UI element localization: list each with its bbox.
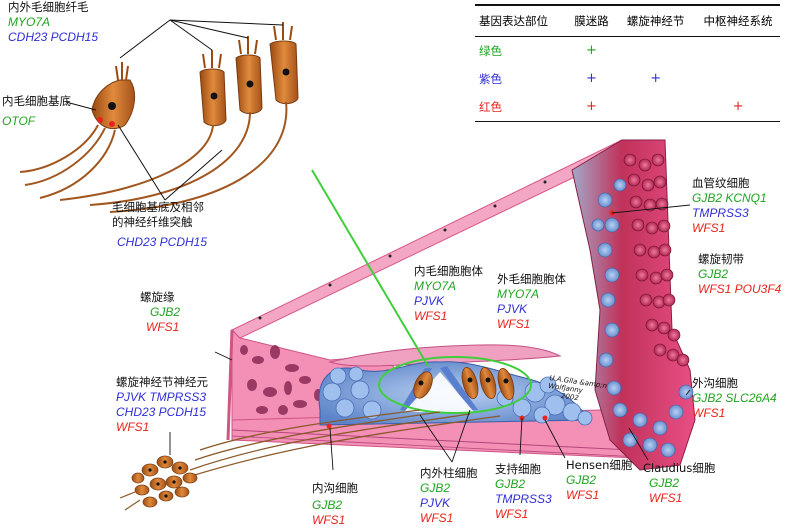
gene: WFS1 POU3F4: [698, 282, 782, 296]
gene: WFS1: [649, 491, 683, 505]
nerve-fibres: [184, 409, 501, 479]
gene: GJB2 KCNQ1: [692, 191, 767, 205]
gene: OTOF: [2, 114, 36, 128]
header-cell: 膜迷路: [574, 13, 609, 28]
gene: GJB2 SLC26A4: [692, 391, 777, 405]
gene: WFS1: [414, 309, 448, 323]
label-title: 的神经纤维突触: [112, 215, 193, 229]
label-title: 外毛细胞胞体: [497, 272, 566, 286]
label-synapse: 毛细胞基底及相邻 的神经纤维突触 CHD23 PCDH15: [112, 200, 207, 250]
label-title: 内外柱细胞: [420, 466, 478, 480]
label-stria: 血管纹细胞 GJB2 KCNQ1 TMPRSS3 WFS1: [692, 176, 767, 236]
gene: GJB2: [150, 305, 181, 319]
label-ganglion: 螺旋神经节神经元 PJVK TMPRSS3 CHD23 PCDH15 WFS1: [116, 375, 208, 435]
gene: GJB2: [649, 476, 680, 490]
label-support: 支持细胞 GJB2 TMPRSS3 WFS1: [495, 462, 552, 522]
cochlear-duct: [226, 139, 696, 471]
label-title: 螺旋韧带: [698, 252, 744, 266]
gene: TMPRSS3: [495, 492, 552, 506]
gene: PJVK: [414, 294, 445, 308]
label-outer-hair-body: 外毛细胞胞体 MYO7A PJVK WFS1: [497, 272, 566, 332]
table-row: 红色 + +: [475, 93, 780, 121]
label-title: Hensen细胞: [566, 458, 633, 472]
gene: GJB2: [495, 477, 526, 491]
label-inner-sulcus: 内沟细胞 GJB2 WFS1: [312, 481, 358, 528]
gene: GJB2: [566, 473, 597, 487]
cell: +: [586, 99, 597, 114]
label-title: 内沟细胞: [312, 481, 358, 495]
gene: WFS1: [420, 511, 454, 525]
label-hair-base: 内毛细胞基底 OTOF: [2, 94, 71, 129]
gene: MYO7A: [414, 279, 457, 293]
gene: CHD23 PCDH15: [117, 235, 208, 249]
label-title: 血管纹细胞: [692, 176, 750, 190]
label-title: 内毛细胞基底: [2, 94, 71, 108]
header-cell: 中枢神经系统: [703, 13, 773, 28]
gene: PJVK: [420, 496, 451, 510]
gene: TMPRSS3: [692, 206, 749, 220]
header-cell: 基因表达部位: [479, 13, 548, 28]
gene: WFS1: [566, 488, 600, 502]
label-spiral-ligament: 螺旋韧带 GJB2 WFS1 POU3F4: [698, 252, 781, 297]
label-title: 毛细胞基底及相邻: [112, 200, 204, 214]
pointer-line: [311, 169, 429, 367]
row-label: 红色: [479, 99, 502, 114]
gene: WFS1: [692, 221, 726, 235]
lateral-wall: [571, 139, 696, 471]
tectorial-membrane: [328, 344, 562, 367]
gene: WFS1: [312, 513, 346, 527]
gene: GJB2: [312, 498, 343, 512]
gene: WFS1: [495, 507, 529, 521]
spiral-ganglion: [119, 455, 198, 511]
gene: CHD23 PCDH15: [116, 405, 207, 419]
table-header-rule: [475, 35, 780, 37]
hair-cell-inset: [19, 19, 429, 367]
table-bottom-rule: [475, 120, 780, 122]
highlight-ellipse: [378, 356, 532, 414]
organ-of-corti: [318, 356, 632, 429]
label-title: 内毛细胞胞体: [414, 264, 483, 278]
cell: +: [586, 43, 597, 58]
header-cell: 螺旋神经节: [626, 13, 685, 28]
label-hair-bundle: 内外毛细胞纤毛 MYO7A CDH23 PCDH15: [8, 0, 98, 45]
gene: WFS1: [497, 317, 531, 331]
table-row: 紫色 + +: [475, 65, 780, 93]
label-title: 外沟细胞: [692, 376, 738, 390]
label-claudius: Claudius细胞 GJB2 WFS1: [643, 461, 715, 506]
gene: PJVK TMPRSS3: [116, 390, 207, 404]
label-spiral-limbus: 螺旋缘 GJB2 WFS1: [140, 290, 180, 335]
label-title: 螺旋缘: [140, 290, 175, 304]
label-title: Claudius细胞: [643, 461, 716, 475]
gene: GJB2: [698, 267, 729, 281]
legend-table: 基因表达部位 膜迷路 螺旋神经节 中枢神经系统 绿色 + 紫色 + + 红色 +…: [475, 4, 780, 122]
table-top-rule: [475, 4, 780, 6]
cell: +: [650, 71, 662, 86]
label-outer-sulcus: 外沟细胞 GJB2 SLC26A4 WFS1: [692, 376, 777, 421]
gene: MYO7A: [497, 287, 540, 301]
gene: MYO7A: [8, 15, 51, 29]
label-title: 支持细胞: [495, 462, 541, 476]
cell: +: [732, 99, 744, 114]
gene: GJB2: [420, 481, 451, 495]
table-header: 基因表达部位 膜迷路 螺旋神经节 中枢神经系统: [475, 6, 780, 36]
gene: WFS1: [146, 320, 180, 334]
gene: WFS1: [692, 406, 726, 420]
label-hensen: Hensen细胞 GJB2 WFS1: [566, 458, 632, 503]
cell: +: [586, 71, 597, 86]
row-label: 绿色: [479, 43, 502, 58]
row-label: 紫色: [479, 71, 502, 86]
label-pillar: 内外柱细胞 GJB2 PJVK WFS1: [420, 466, 478, 526]
gene: WFS1: [116, 420, 150, 434]
label-title: 内外毛细胞纤毛: [8, 0, 89, 14]
label-title: 螺旋神经节神经元: [116, 375, 208, 389]
table-row: 绿色 +: [475, 37, 780, 65]
gene: CDH23 PCDH15: [8, 30, 99, 44]
label-inner-hair-body: 内毛细胞胞体 MYO7A PJVK WFS1: [414, 264, 483, 324]
gene: PJVK: [497, 302, 528, 316]
